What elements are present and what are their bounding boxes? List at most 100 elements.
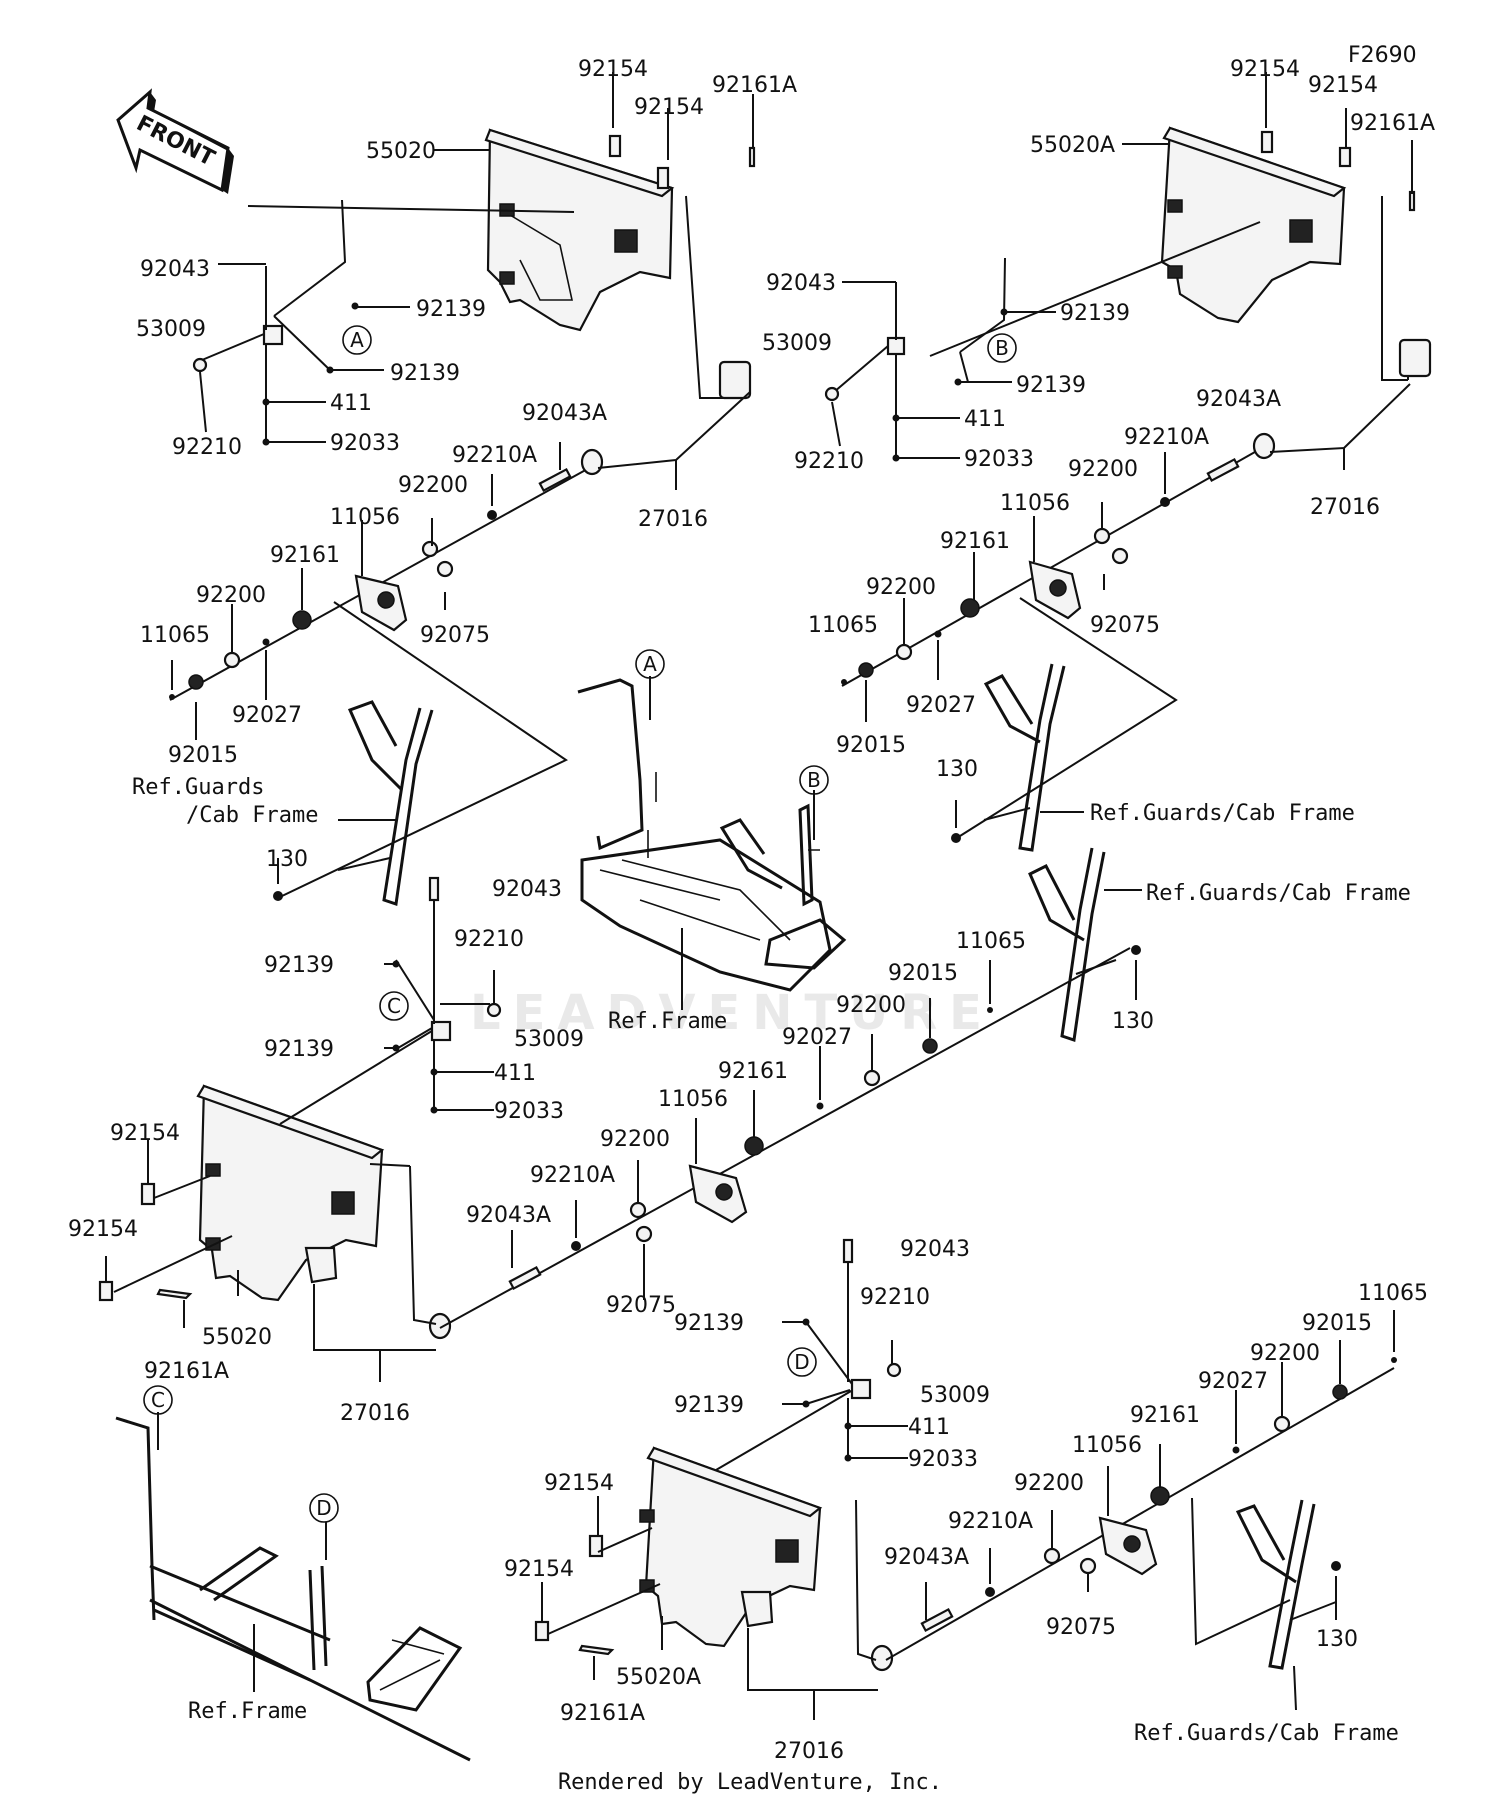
- part-label: 92154: [504, 1557, 574, 1582]
- part-label: 92015: [836, 733, 906, 758]
- part-label: 53009: [920, 1383, 990, 1408]
- part-label: 92033: [964, 447, 1034, 472]
- ref-frame-bottom: Ref.Frame: [188, 1699, 307, 1724]
- part-label: 92075: [606, 1293, 676, 1318]
- watermark-text: LEADVENTURE: [470, 985, 994, 1041]
- part-label: 92043A: [1196, 387, 1281, 412]
- part-label: 92043: [900, 1237, 970, 1262]
- part-label: 92210A: [530, 1163, 615, 1188]
- part-label: 92154: [1230, 57, 1300, 82]
- part-label: 411: [964, 407, 1006, 432]
- part-label: 55020: [202, 1325, 272, 1350]
- callout-c-frame: C: [151, 1388, 165, 1412]
- footer-credit: Rendered by LeadVenture, Inc.: [557, 1770, 943, 1795]
- part-label: 92161A: [560, 1701, 645, 1726]
- part-label: 130: [266, 847, 308, 872]
- part-label: 92210A: [948, 1509, 1033, 1534]
- part-label: 92027: [906, 693, 976, 718]
- part-label: 411: [908, 1415, 950, 1440]
- part-label: 53009: [514, 1027, 584, 1052]
- callout-d-frame: D: [316, 1496, 331, 1520]
- part-label: 130: [1112, 1009, 1154, 1034]
- ref-guards-cab-frame-bottom: Ref.Guards/Cab Frame: [1134, 1721, 1399, 1746]
- part-label: 92200: [836, 993, 906, 1018]
- part-label: 92210A: [1124, 425, 1209, 450]
- part-label: 411: [494, 1061, 536, 1086]
- part-label: 411: [330, 391, 372, 416]
- part-label: 27016: [774, 1739, 844, 1764]
- part-label: 92139: [264, 1037, 334, 1062]
- part-label: 92027: [232, 703, 302, 728]
- part-label: 92139: [416, 297, 486, 322]
- part-label: 27016: [1310, 495, 1380, 520]
- part-label: 92161: [270, 543, 340, 568]
- part-label: 92015: [168, 743, 238, 768]
- part-label: 92043A: [466, 1203, 551, 1228]
- bottom-left-frame: [115, 1385, 471, 1762]
- ref-guards-line2: /Cab Frame: [186, 803, 318, 828]
- part-label: 55020A: [616, 1665, 701, 1690]
- callout-a-frame: A: [643, 652, 657, 676]
- part-label: 11065: [956, 929, 1026, 954]
- part-label: 92200: [1068, 457, 1138, 482]
- assembly-top-left: [169, 72, 756, 906]
- part-label: 130: [936, 757, 978, 782]
- labels-top-right: 92154 92154 92161A 55020A 92043 92139 53…: [762, 57, 1435, 826]
- part-label: 92139: [674, 1393, 744, 1418]
- part-label: 92043A: [522, 401, 607, 426]
- assembly-bottom-right: [534, 1238, 1397, 1720]
- part-label: 92027: [1198, 1369, 1268, 1394]
- part-label: 92033: [908, 1447, 978, 1472]
- part-label: 92075: [420, 623, 490, 648]
- callout-b-q2: B: [995, 336, 1009, 360]
- callout-c-q3: C: [387, 994, 401, 1018]
- part-label: 92043A: [884, 1545, 969, 1570]
- part-label: 92200: [1014, 1471, 1084, 1496]
- front-arrow-icon: FRONT: [116, 88, 234, 194]
- part-label: 92139: [1016, 373, 1086, 398]
- ref-guards-cab-frame-mid: Ref.Guards/Cab Frame: [1146, 881, 1411, 906]
- labels-middle-left: 92043 92210 92139 53009 92139 411 92033 …: [68, 877, 1154, 1426]
- part-label: 92210: [454, 927, 524, 952]
- part-label: 92200: [866, 575, 936, 600]
- part-label: 92200: [1250, 1341, 1320, 1366]
- part-label: 92200: [196, 583, 266, 608]
- callout-d-q4: D: [794, 1350, 809, 1374]
- part-label: 92139: [1060, 301, 1130, 326]
- center-frame: [577, 649, 847, 1010]
- part-label: 92139: [674, 1311, 744, 1336]
- ref-guards-cab-frame: Ref.Guards/Cab Frame: [1090, 801, 1355, 826]
- part-label: 11065: [140, 623, 210, 648]
- part-label: 92200: [398, 473, 468, 498]
- part-label: 92139: [390, 361, 460, 386]
- part-label: 92027: [782, 1025, 852, 1050]
- part-label: 92139: [264, 953, 334, 978]
- part-label: 11056: [330, 505, 400, 530]
- part-label: 92015: [1302, 1311, 1372, 1336]
- part-label: 11065: [1358, 1281, 1428, 1306]
- part-label: 11056: [658, 1087, 728, 1112]
- ref-guards-line1: Ref.Guards: [132, 775, 264, 800]
- part-label: 92154: [1308, 73, 1378, 98]
- labels-bottom-right: 92043 92210 92139 53009 92139 411 92033 …: [504, 1237, 1428, 1764]
- ref-frame-center: Ref.Frame: [608, 1009, 727, 1034]
- part-label: 55020A: [1030, 133, 1115, 158]
- part-label: 92161: [1130, 1403, 1200, 1428]
- part-label: 92033: [330, 431, 400, 456]
- part-label: 27016: [340, 1401, 410, 1426]
- part-label: 11065: [808, 613, 878, 638]
- part-label: 92154: [110, 1121, 180, 1146]
- part-label: 92210: [860, 1285, 930, 1310]
- figure-id: F2690: [1348, 43, 1417, 68]
- part-label: 92075: [1046, 1615, 1116, 1640]
- part-label: 53009: [136, 317, 206, 342]
- part-label: 92075: [1090, 613, 1160, 638]
- part-label: 92043: [140, 257, 210, 282]
- part-label: 92161A: [1350, 111, 1435, 136]
- part-label: 27016: [638, 507, 708, 532]
- labels-top-left: 92154 92154 92161A 55020 92043 92139 530…: [132, 57, 797, 872]
- part-label: 92154: [68, 1217, 138, 1242]
- part-label: 130: [1316, 1627, 1358, 1652]
- part-label: 92154: [634, 95, 704, 120]
- part-label: 92161A: [712, 73, 797, 98]
